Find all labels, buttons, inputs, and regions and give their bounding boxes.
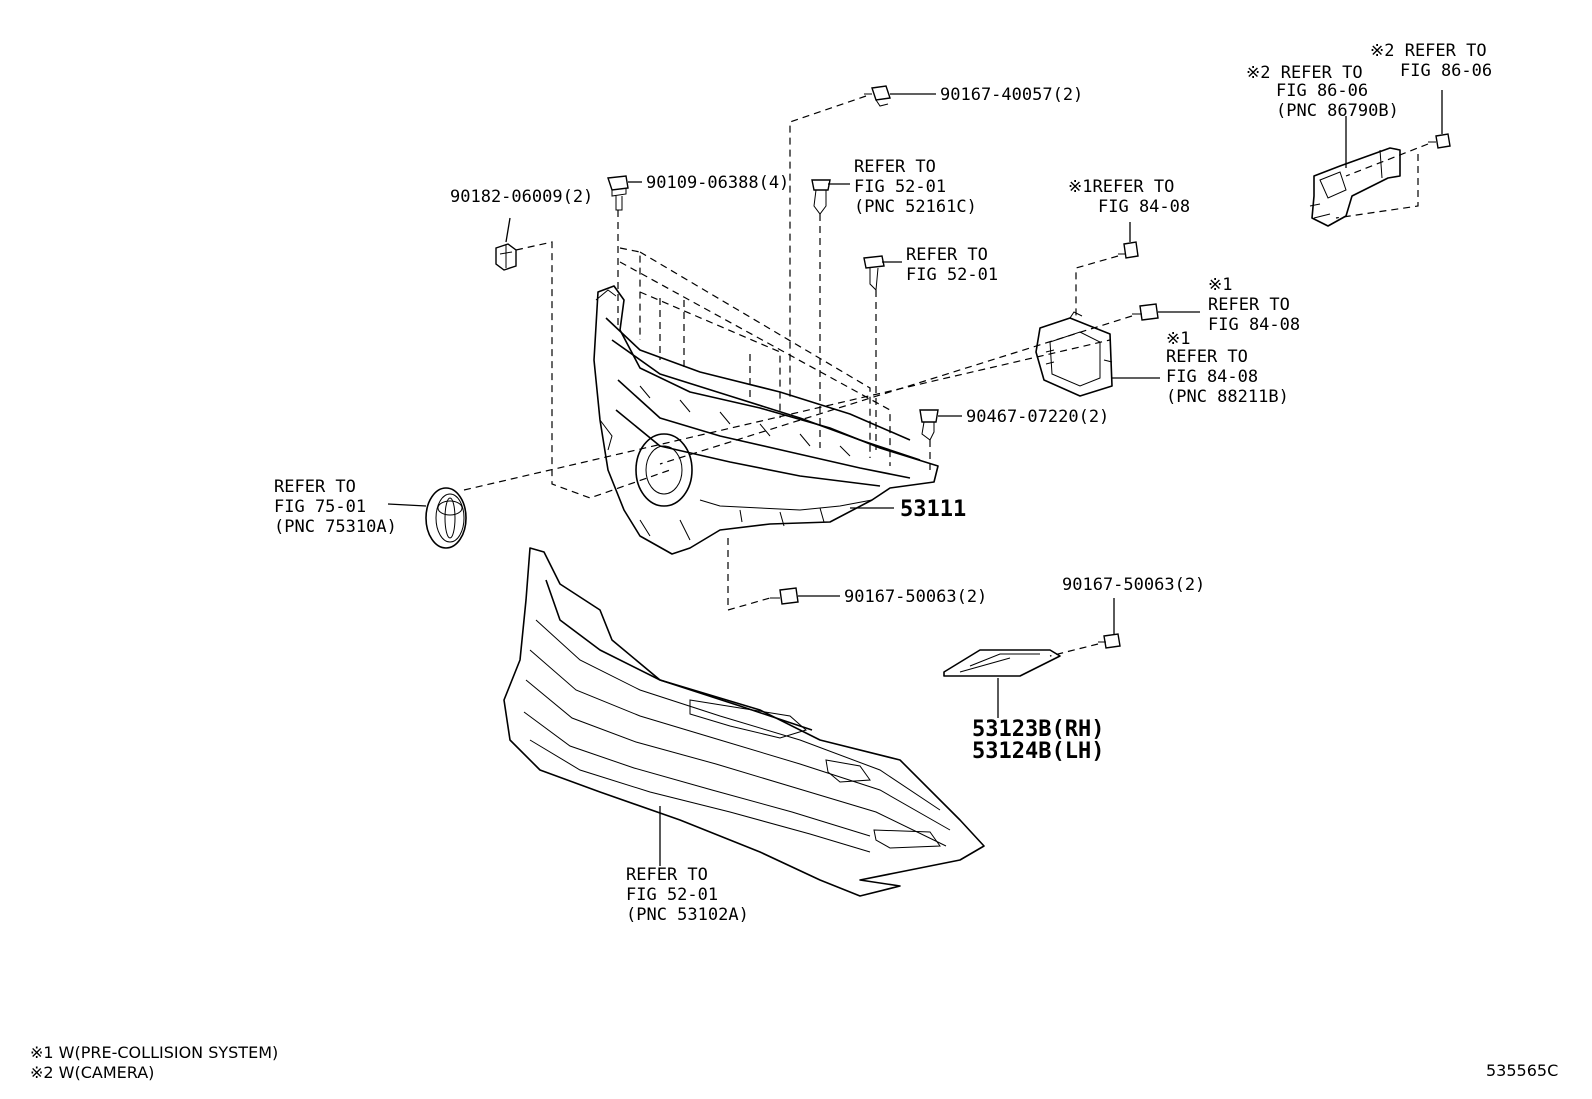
label-refer-75-01-2: FIG 75-01 [274, 497, 366, 517]
toyota-emblem[interactable] [425, 487, 467, 549]
label-refer-84-08-b-3: FIG 84-08 [1208, 315, 1300, 335]
camera-bracket[interactable] [1309, 147, 1401, 227]
screw-52-01[interactable] [863, 255, 885, 292]
label-part-lh: 53124B(LH) [972, 739, 1104, 764]
footnote-1: ※1 W(PRE-COLLISION SYSTEM) [30, 1043, 278, 1062]
assembly-lines [463, 95, 1429, 657]
label-main-part: 53111 [900, 497, 966, 522]
label-clip-bottom: 90167-50063(2) [844, 587, 987, 607]
label-refer-86-06-b-1: ※2 REFER TO [1246, 63, 1363, 83]
clip-52161c[interactable] [811, 179, 831, 215]
radiator-grille-53111[interactable] [593, 285, 939, 555]
bolt-90109[interactable] [607, 175, 629, 211]
leader-lines [387, 90, 1443, 866]
label-refer-86-06-b-2: FIG 86-06 [1276, 81, 1368, 101]
label-clip-right: 90167-50063(2) [1062, 575, 1205, 595]
label-bolt-top: 90109-06388(4) [646, 173, 789, 193]
bumper-cover-53123b[interactable] [943, 649, 1061, 677]
clip-90167-40057[interactable] [864, 85, 891, 107]
label-refer-53102a-2: FIG 52-01 [626, 885, 718, 905]
label-refer-84-08-c-4: (PNC 88211B) [1166, 387, 1289, 407]
label-refer-84-08-b-1: ※1 [1208, 275, 1232, 295]
bolt-camera[interactable] [1428, 133, 1451, 149]
label-refer-84-08-c-3: FIG 84-08 [1166, 367, 1258, 387]
label-refer-53102a-1: REFER TO [626, 865, 708, 885]
label-clip-top: 90167-40057(2) [940, 85, 1083, 105]
lower-grille[interactable] [503, 547, 985, 897]
clip-90167-50063-bottom[interactable] [770, 587, 799, 605]
label-refer-75-01-3: (PNC 75310A) [274, 517, 397, 537]
label-clip-90467: 90467-07220(2) [966, 407, 1109, 427]
clip-90167-50063-right[interactable] [1098, 633, 1121, 649]
footnote-2: ※2 W(CAMERA) [30, 1063, 154, 1082]
label-refer-84-08-a-2: FIG 84-08 [1098, 197, 1190, 217]
label-refer-84-08-b-2: REFER TO [1208, 295, 1290, 315]
labels: 90167-40057(2) 90109-06388(4) 90182-0600… [30, 41, 1558, 1082]
label-refer-75-01-1: REFER TO [274, 477, 356, 497]
label-refer-53102a-3: (PNC 53102A) [626, 905, 749, 925]
label-refer-52161c-2: FIG 52-01 [854, 177, 946, 197]
clip-90467[interactable] [919, 409, 939, 441]
label-refer-86-06-a-1: ※2 REFER TO [1370, 41, 1487, 61]
label-refer-86-06-a-2: FIG 86-06 [1400, 61, 1492, 81]
label-refer-84-08-a-1: ※1REFER TO [1068, 177, 1174, 197]
label-refer-52-01-2: FIG 52-01 [906, 265, 998, 285]
bolt-radar-mid[interactable] [1132, 303, 1159, 321]
label-part-rh: 53123B(RH) [972, 717, 1104, 742]
label-refer-52161c-1: REFER TO [854, 157, 936, 177]
label-refer-84-08-c-2: REFER TO [1166, 347, 1248, 367]
radar-sensor[interactable] [1035, 311, 1113, 397]
nut-90182[interactable] [495, 243, 517, 271]
label-refer-52161c-3: (PNC 52161C) [854, 197, 977, 217]
figure-id: 535565C [1486, 1061, 1558, 1080]
label-refer-86-06-b-3: (PNC 86790B) [1276, 101, 1399, 121]
label-nut-left: 90182-06009(2) [450, 187, 593, 207]
label-refer-52-01-1: REFER TO [906, 245, 988, 265]
label-refer-84-08-c-1: ※1 [1166, 329, 1190, 349]
bolt-radar-top[interactable] [1118, 241, 1139, 259]
